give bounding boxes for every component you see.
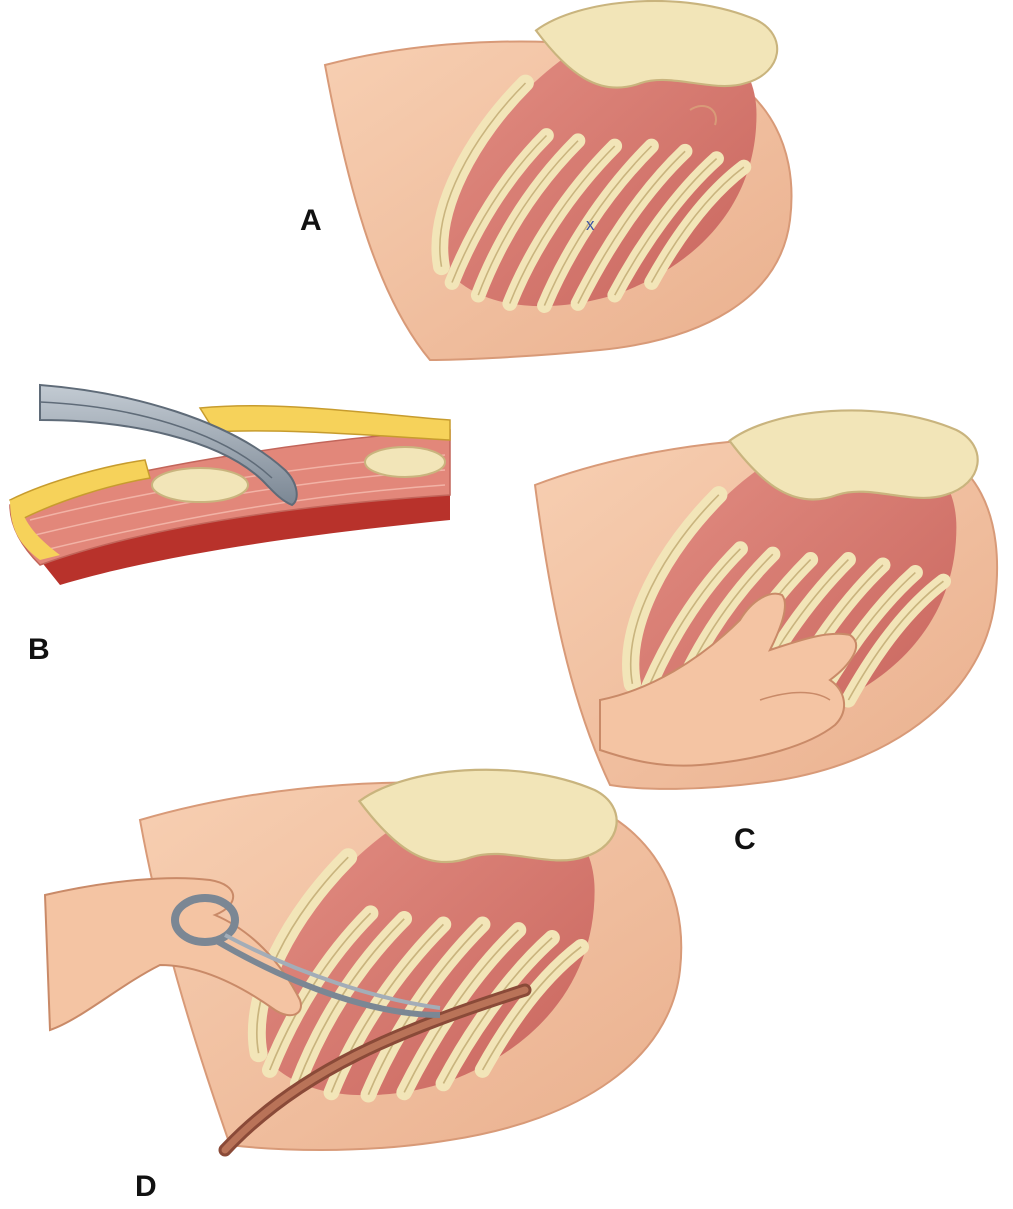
panel-b-tissue-cross-section [8, 383, 451, 585]
panel-label-a: A [300, 204, 322, 237]
panel-label-b: B [28, 633, 50, 666]
insertion-site-mark: x [586, 215, 595, 234]
panel-a-ribcage-view [323, 1, 793, 362]
panel-label-c: C [734, 823, 756, 856]
panel-label-d: D [135, 1170, 157, 1203]
panel-c-finger-sweep [533, 410, 999, 790]
panel-d-tube-placement [43, 770, 683, 1157]
